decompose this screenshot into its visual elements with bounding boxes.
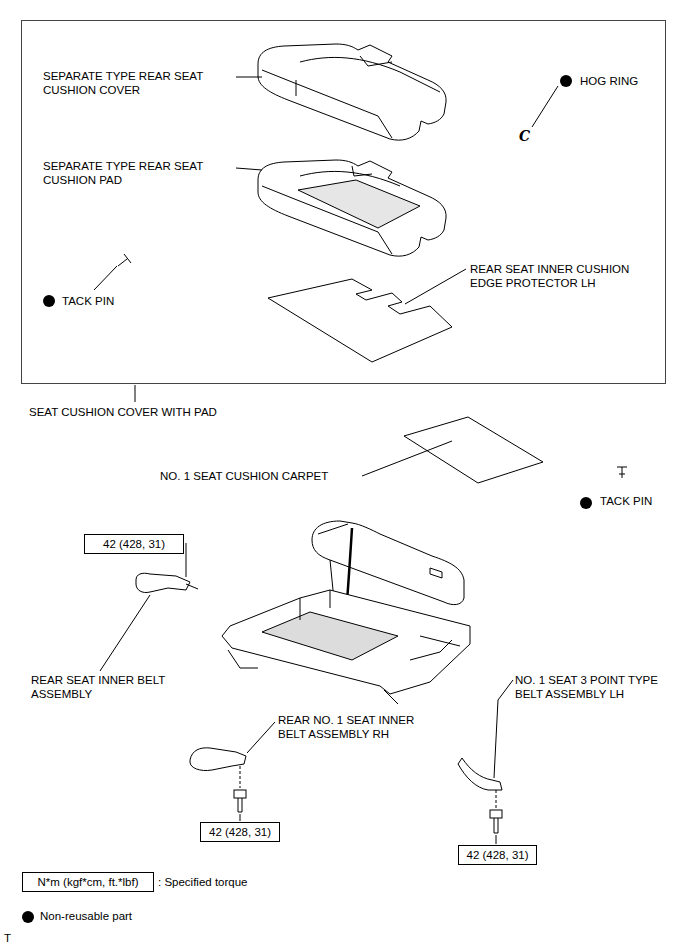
- bolt-head: [490, 810, 502, 818]
- part-name: REAR NO. 1 SEAT INNER BELT ASSEMBLY RH: [278, 713, 423, 741]
- torque-value: 42 (428, 31): [459, 848, 536, 862]
- tack-pin-symbol: [617, 467, 627, 478]
- seat-frame: [222, 590, 470, 694]
- edge-protector: [268, 279, 452, 362]
- non-reusable-dot: [580, 497, 592, 509]
- leader-line: [236, 77, 262, 78]
- bolt-shaft: [238, 798, 242, 812]
- inner-belt-bolt: [186, 584, 198, 589]
- legend-swatch: [22, 911, 34, 923]
- leader-line: [94, 266, 117, 290]
- torque-box: 42 (428, 31): [458, 845, 537, 865]
- legend-text: : Specified torque: [158, 875, 248, 889]
- leader-line: [532, 86, 558, 127]
- torque-value: N*m (kgf*cm, ft.*lbf): [23, 875, 153, 889]
- leader-line: [494, 680, 513, 778]
- cushion-cover: [258, 44, 446, 140]
- part-name: SEPARATE TYPE REAR SEAT CUSHION COVER: [43, 69, 223, 97]
- leader-line: [236, 168, 262, 170]
- bolt-shaft: [494, 818, 498, 833]
- seat-frame-detail: [228, 590, 460, 704]
- cushion-pad: [258, 160, 446, 256]
- leader-line: [362, 441, 452, 476]
- group-heading: SEAT CUSHION COVER WITH PAD: [29, 405, 217, 419]
- leader-line: [240, 814, 241, 821]
- legend-text: Non-reusable part: [40, 909, 132, 923]
- part-name: REAR SEAT INNER CUSHION EDGE PROTECTOR L…: [470, 262, 640, 290]
- pad-seam: [262, 166, 400, 254]
- part-name: SEPARATE TYPE REAR SEAT CUSHION PAD: [43, 159, 223, 187]
- leader-line: [186, 543, 187, 577]
- bolt-head: [234, 790, 246, 798]
- non-reusable-dot: [43, 295, 55, 307]
- cover-seam: [262, 56, 440, 138]
- inner-belt-buckle: [136, 573, 190, 592]
- part-name: NO. 1 SEAT CUSHION CARPET: [160, 469, 328, 483]
- seat-frame-opening: [262, 612, 398, 660]
- torque-box: 42 (428, 31): [84, 534, 184, 554]
- tack-pin-symbol: [118, 254, 131, 266]
- torque-value: 42 (428, 31): [201, 825, 279, 839]
- part-name: REAR SEAT INNER BELT ASSEMBLY: [31, 673, 181, 701]
- lh-belt-strap: [458, 758, 502, 790]
- non-reusable-dot: [560, 75, 572, 87]
- leader-line: [135, 385, 136, 402]
- bolt-axis: [496, 790, 497, 810]
- bolt-axis: [240, 766, 241, 788]
- rh-belt-buckle: [190, 748, 246, 771]
- part-name: HOG RING: [580, 74, 638, 88]
- pad-panel: [298, 180, 420, 228]
- leader-line: [247, 722, 275, 753]
- leader-line: [405, 269, 466, 304]
- part-name: TACK PIN: [600, 494, 652, 508]
- part-name: TACK PIN: [62, 294, 114, 308]
- torque-box: 42 (428, 31): [200, 822, 280, 842]
- leader-line: [100, 595, 150, 671]
- part-name: NO. 1 SEAT 3 POINT TYPE BELT ASSEMBLY LH: [515, 673, 665, 701]
- torque-value: 42 (428, 31): [85, 537, 183, 551]
- torque-box: N*m (kgf*cm, ft.*lbf): [22, 872, 154, 892]
- seatback-detail: [318, 524, 442, 600]
- leader-line: [496, 835, 497, 844]
- seat-cushion-carpet: [404, 417, 543, 483]
- symbol-letter: C: [519, 129, 530, 143]
- part-name: T: [4, 931, 11, 945]
